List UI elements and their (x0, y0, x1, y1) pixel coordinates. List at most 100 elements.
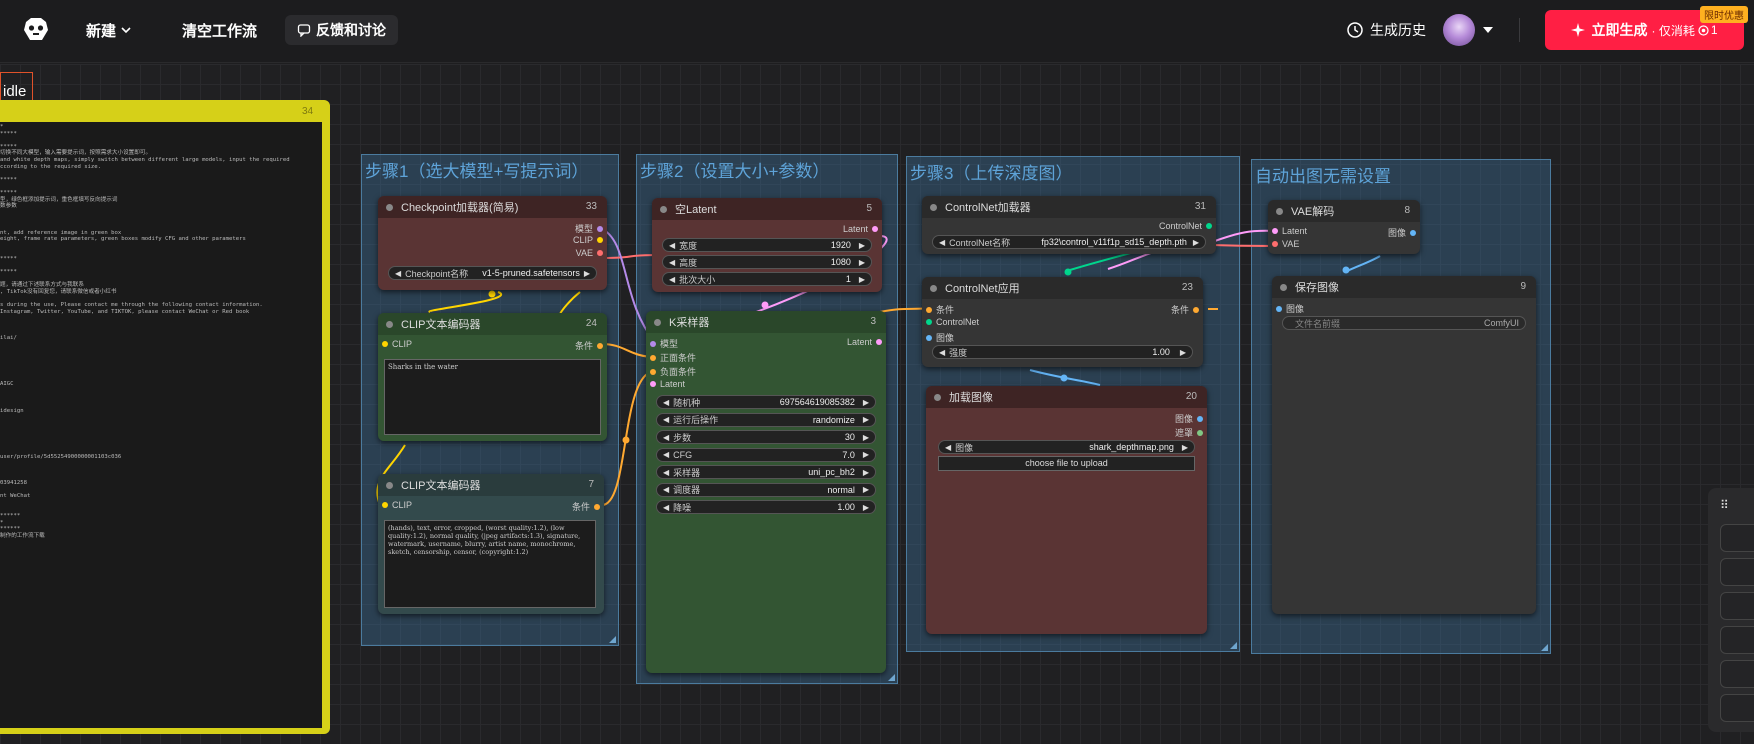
arrow-left-icon[interactable]: ◀ (663, 432, 670, 442)
controlnet-apply-input-image[interactable]: 图像 (922, 331, 954, 344)
arrow-left-icon[interactable]: ◀ (939, 237, 946, 247)
panel-button-2[interactable] (1720, 558, 1754, 586)
arrow-right-icon[interactable]: ▶ (1179, 347, 1186, 357)
checkpoint-loader-header[interactable]: Checkpoint加载器(简易)33 (378, 196, 607, 218)
history-button[interactable]: 生成历史 (1346, 0, 1426, 60)
checkpoint-name-widget[interactable]: ◀ Checkpoint名称 v1-5-pruned.safetensors ▶ (388, 266, 597, 280)
arrow-right-icon[interactable]: ▶ (583, 268, 590, 278)
arrow-right-icon[interactable]: ▶ (862, 397, 869, 407)
arrow-left-icon[interactable]: ◀ (669, 257, 676, 267)
avatar[interactable] (1443, 14, 1475, 46)
panel-button-4[interactable] (1720, 626, 1754, 654)
arrow-right-icon[interactable]: ▶ (1192, 237, 1199, 247)
load-image-output-image[interactable]: 图像 (1175, 412, 1207, 425)
save-image-input-image[interactable]: 图像 (1272, 302, 1304, 315)
notes-node[interactable]: 34 ***********切换不同大模型，输入需要提示词，按照需求大小设置即可… (0, 100, 330, 734)
ksampler-input-positive[interactable]: 正面条件 (646, 351, 696, 364)
feedback-button[interactable]: 反馈和讨论 (285, 15, 398, 45)
drag-handle-icon[interactable]: ⠿ (1720, 498, 1729, 512)
new-menu[interactable]: 新建 (86, 0, 132, 60)
panel-button-3[interactable] (1720, 592, 1754, 620)
vae-decode-input-vae[interactable]: VAE (1268, 239, 1299, 249)
arrow-left-icon[interactable]: ◀ (945, 442, 952, 452)
arrow-left-icon[interactable]: ◀ (663, 502, 670, 512)
load-image-output-mask[interactable]: 遮罩 (1175, 426, 1207, 439)
notes-text[interactable]: ***********切换不同大模型，输入需要提示词，按照需求大小设置即可。an… (0, 122, 322, 728)
arrow-right-icon[interactable]: ▶ (862, 432, 869, 442)
caret-down-icon[interactable] (1482, 26, 1494, 34)
clip-negative-input-clip[interactable]: CLIP (378, 500, 412, 510)
generate-button[interactable]: 立即生成 · 仅消耗 1 (1545, 10, 1744, 50)
clip-positive-prompt-textarea[interactable]: Sharks in the water (384, 359, 601, 435)
choose-file-upload-button[interactable]: choose file to upload (938, 456, 1195, 471)
app-logo-icon[interactable] (22, 16, 50, 42)
arrow-right-icon[interactable]: ▶ (862, 485, 869, 494)
arrow-right-icon[interactable]: ▶ (1181, 442, 1188, 452)
checkpoint-output-vae[interactable]: VAE (576, 248, 607, 258)
checkpoint-output-clip[interactable]: CLIP (573, 235, 607, 245)
arrow-left-icon[interactable]: ◀ (669, 240, 676, 250)
empty-latent-output[interactable]: Latent (843, 224, 882, 234)
controlnet-apply-output[interactable]: 条件 (1171, 303, 1203, 316)
checkpoint-loader-node[interactable]: Checkpoint加载器(简易)33 模型 CLIP VAE ◀ Checkp… (378, 196, 607, 290)
controlnet-apply-input-cn[interactable]: ControlNet (922, 317, 979, 327)
arrow-right-icon[interactable]: ▶ (858, 240, 865, 250)
arrow-left-icon[interactable]: ◀ (663, 450, 670, 459)
vae-decode-output-image[interactable]: 图像 (1388, 226, 1420, 239)
notes-node-header[interactable]: 34 (0, 100, 330, 122)
ksampler-input-latent[interactable]: Latent (646, 379, 685, 389)
vae-decode-input-latent[interactable]: Latent (1268, 226, 1307, 236)
arrow-left-icon[interactable]: ◀ (663, 415, 670, 424)
panel-button-5[interactable] (1720, 660, 1754, 688)
arrow-right-icon[interactable]: ▶ (858, 274, 865, 284)
clip-negative-output[interactable]: 条件 (572, 500, 604, 513)
arrow-left-icon[interactable]: ◀ (669, 274, 676, 284)
ksampler-input-model[interactable]: 模型 (646, 337, 678, 350)
ksampler-input-negative[interactable]: 负面条件 (646, 365, 696, 378)
controlnet-apply-input-cond[interactable]: 条件 (922, 303, 954, 316)
clip-positive-output[interactable]: 条件 (575, 339, 607, 352)
arrow-right-icon[interactable]: ▶ (862, 467, 869, 477)
clip-positive-input-clip[interactable]: CLIP (378, 339, 412, 349)
arrow-right-icon[interactable]: ▶ (858, 257, 865, 267)
arrow-left-icon[interactable]: ◀ (663, 397, 670, 407)
checkpoint-output-model[interactable]: 模型 (575, 222, 607, 235)
arrow-right-icon[interactable]: ▶ (862, 450, 869, 459)
arrow-left-icon[interactable]: ◀ (663, 485, 670, 494)
panel-button-1[interactable] (1720, 524, 1754, 552)
controlnet-loader-output[interactable]: ControlNet (1159, 221, 1216, 231)
arrow-left-icon[interactable]: ◀ (663, 467, 670, 477)
clip-negative-prompt-textarea[interactable]: (hands), text, error, cropped, (worst qu… (384, 520, 596, 608)
panel-button-6[interactable] (1720, 694, 1754, 722)
clear-workflow-button[interactable]: 清空工作流 (182, 0, 257, 60)
arrow-right-icon[interactable]: ▶ (862, 502, 869, 512)
